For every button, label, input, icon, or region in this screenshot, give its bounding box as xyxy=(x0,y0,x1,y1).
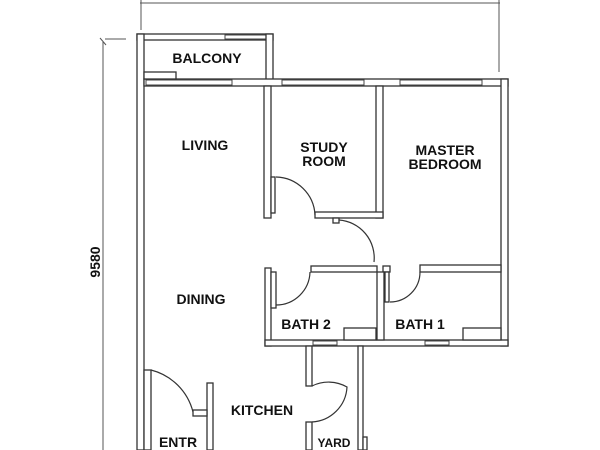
walls xyxy=(136,33,509,450)
room-label-master-1: MASTER xyxy=(415,142,474,158)
dimension-label-height: 9580 xyxy=(87,246,103,277)
door-swings xyxy=(150,176,421,423)
room-label-kitchen: KITCHEN xyxy=(231,402,293,418)
dimension-lines xyxy=(99,0,500,450)
room-label-bath2: BATH 2 xyxy=(281,316,331,332)
room-label-balcony: BALCONY xyxy=(172,50,242,66)
room-label-living: LIVING xyxy=(182,137,229,153)
room-label-study-1: STUDY xyxy=(300,139,348,155)
room-label-bath1: BATH 1 xyxy=(395,316,445,332)
room-label-yard: YARD xyxy=(318,436,351,450)
room-label-study-2: ROOM xyxy=(302,153,346,169)
room-label-dining: DINING xyxy=(177,291,226,307)
room-label-entrance: ENTR xyxy=(159,434,197,450)
room-label-master-2: BEDROOM xyxy=(408,156,481,172)
